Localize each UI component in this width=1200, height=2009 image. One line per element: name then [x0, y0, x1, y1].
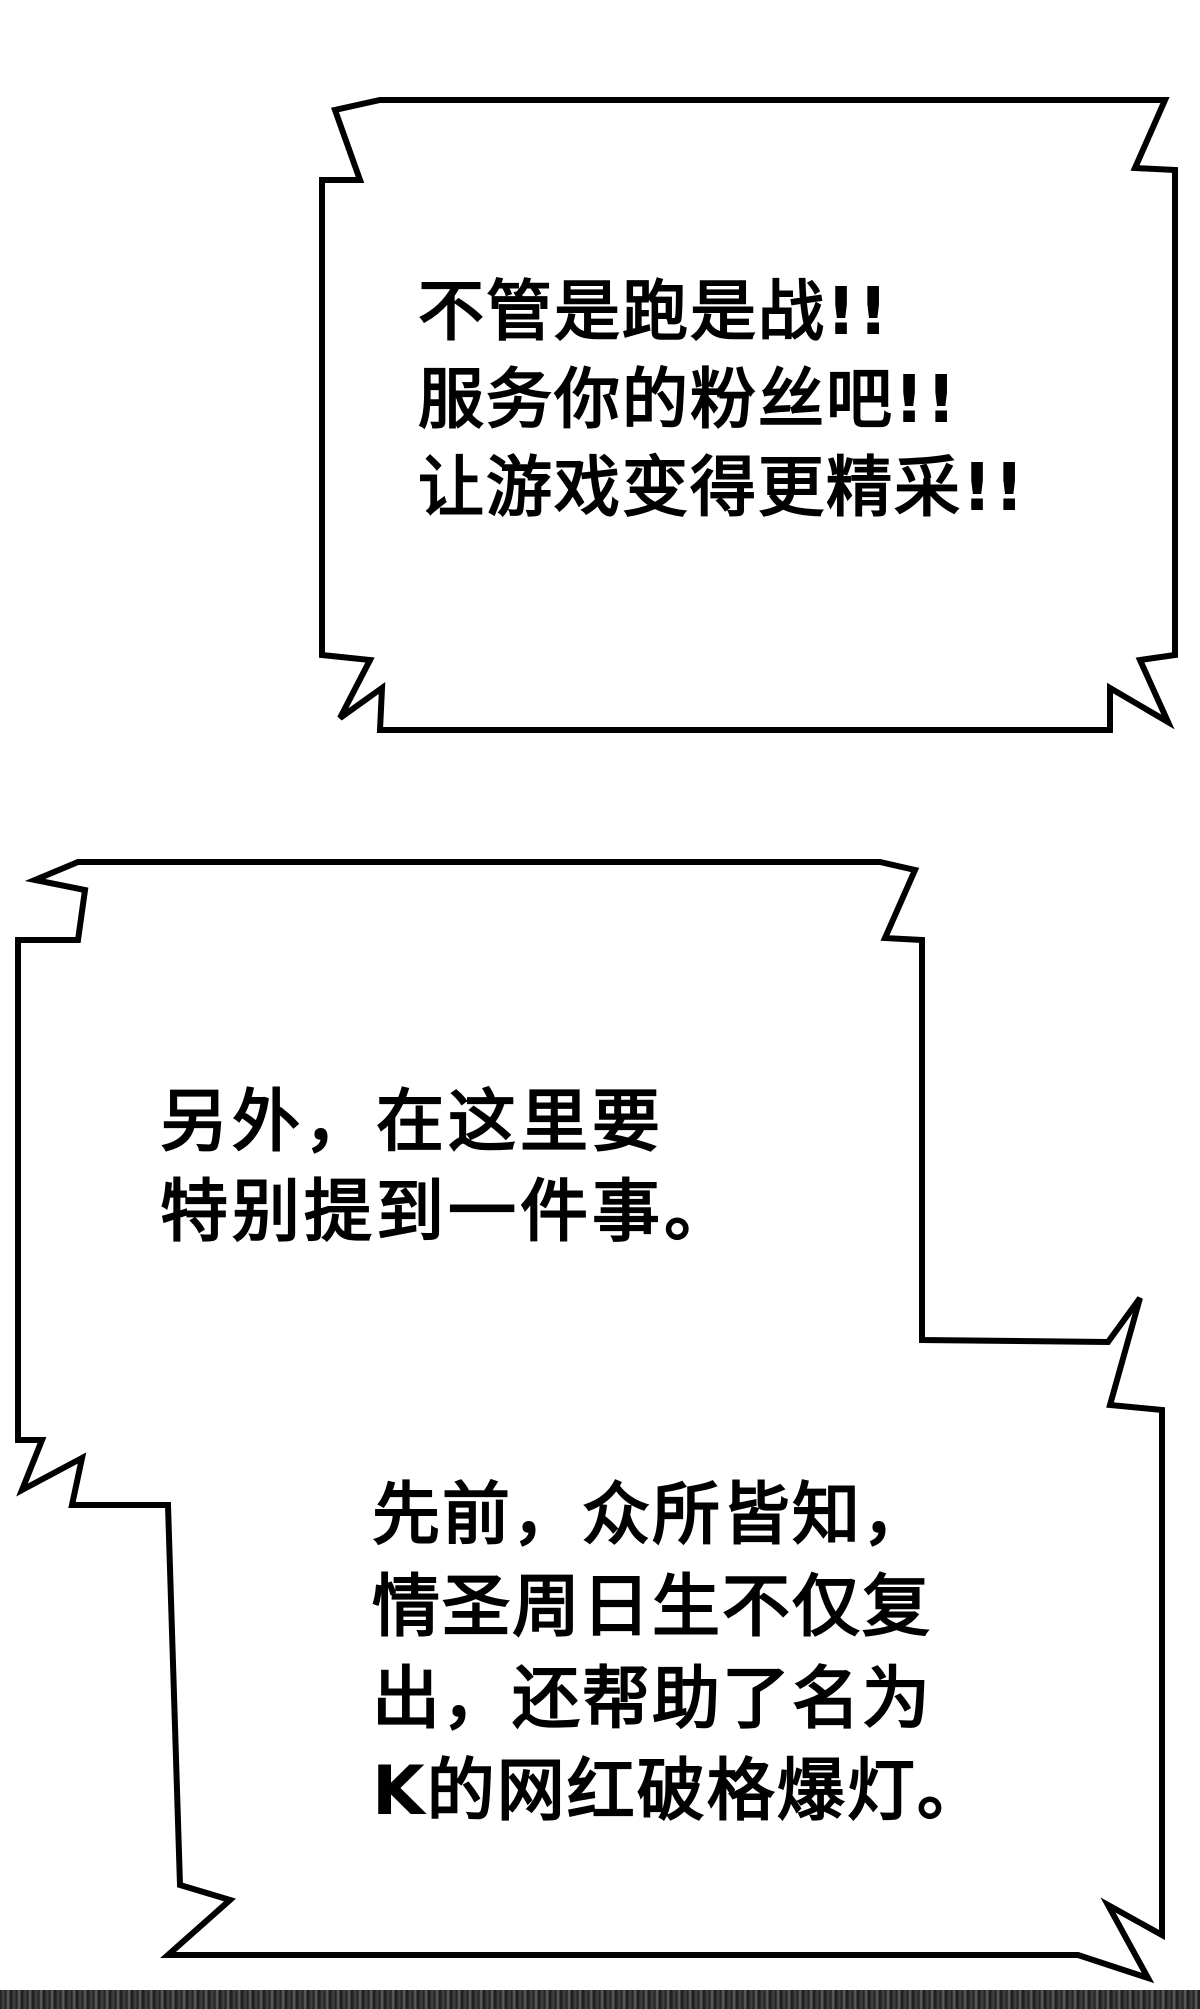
- caption-1-line-1: 不管是跑是战!!: [418, 273, 891, 350]
- caption-text-2: 另外，在这里要 特别提到一件事。: [160, 1078, 736, 1258]
- caption-3-line-4: K的网红破格爆灯。: [372, 1752, 987, 1831]
- caption-1-line-3: 让游戏变得更精采!!: [418, 449, 1027, 526]
- next-panel-edge: [0, 1990, 1200, 2009]
- caption-2-line-1: 另外，在这里要: [160, 1083, 665, 1162]
- caption-text-1: 不管是跑是战!! 服务你的粉丝吧!! 让游戏变得更精采!!: [418, 268, 1026, 532]
- caption-3-line-1: 先前，众所皆知，: [372, 1476, 933, 1555]
- caption-box-2: [15, 859, 1165, 1984]
- caption-3-line-2: 情圣周日生不仅复: [372, 1568, 933, 1647]
- caption-2-line-2: 特别提到一件事。: [160, 1173, 737, 1252]
- caption-box-1: [319, 97, 1178, 733]
- caption-text-3: 先前，众所皆知， 情圣周日生不仅复 出，还帮助了名为 K的网红破格爆灯。: [372, 1470, 987, 1838]
- caption-3-line-3: 出，还帮助了名为: [372, 1660, 933, 1739]
- caption-1-line-2: 服务你的粉丝吧!!: [418, 361, 959, 438]
